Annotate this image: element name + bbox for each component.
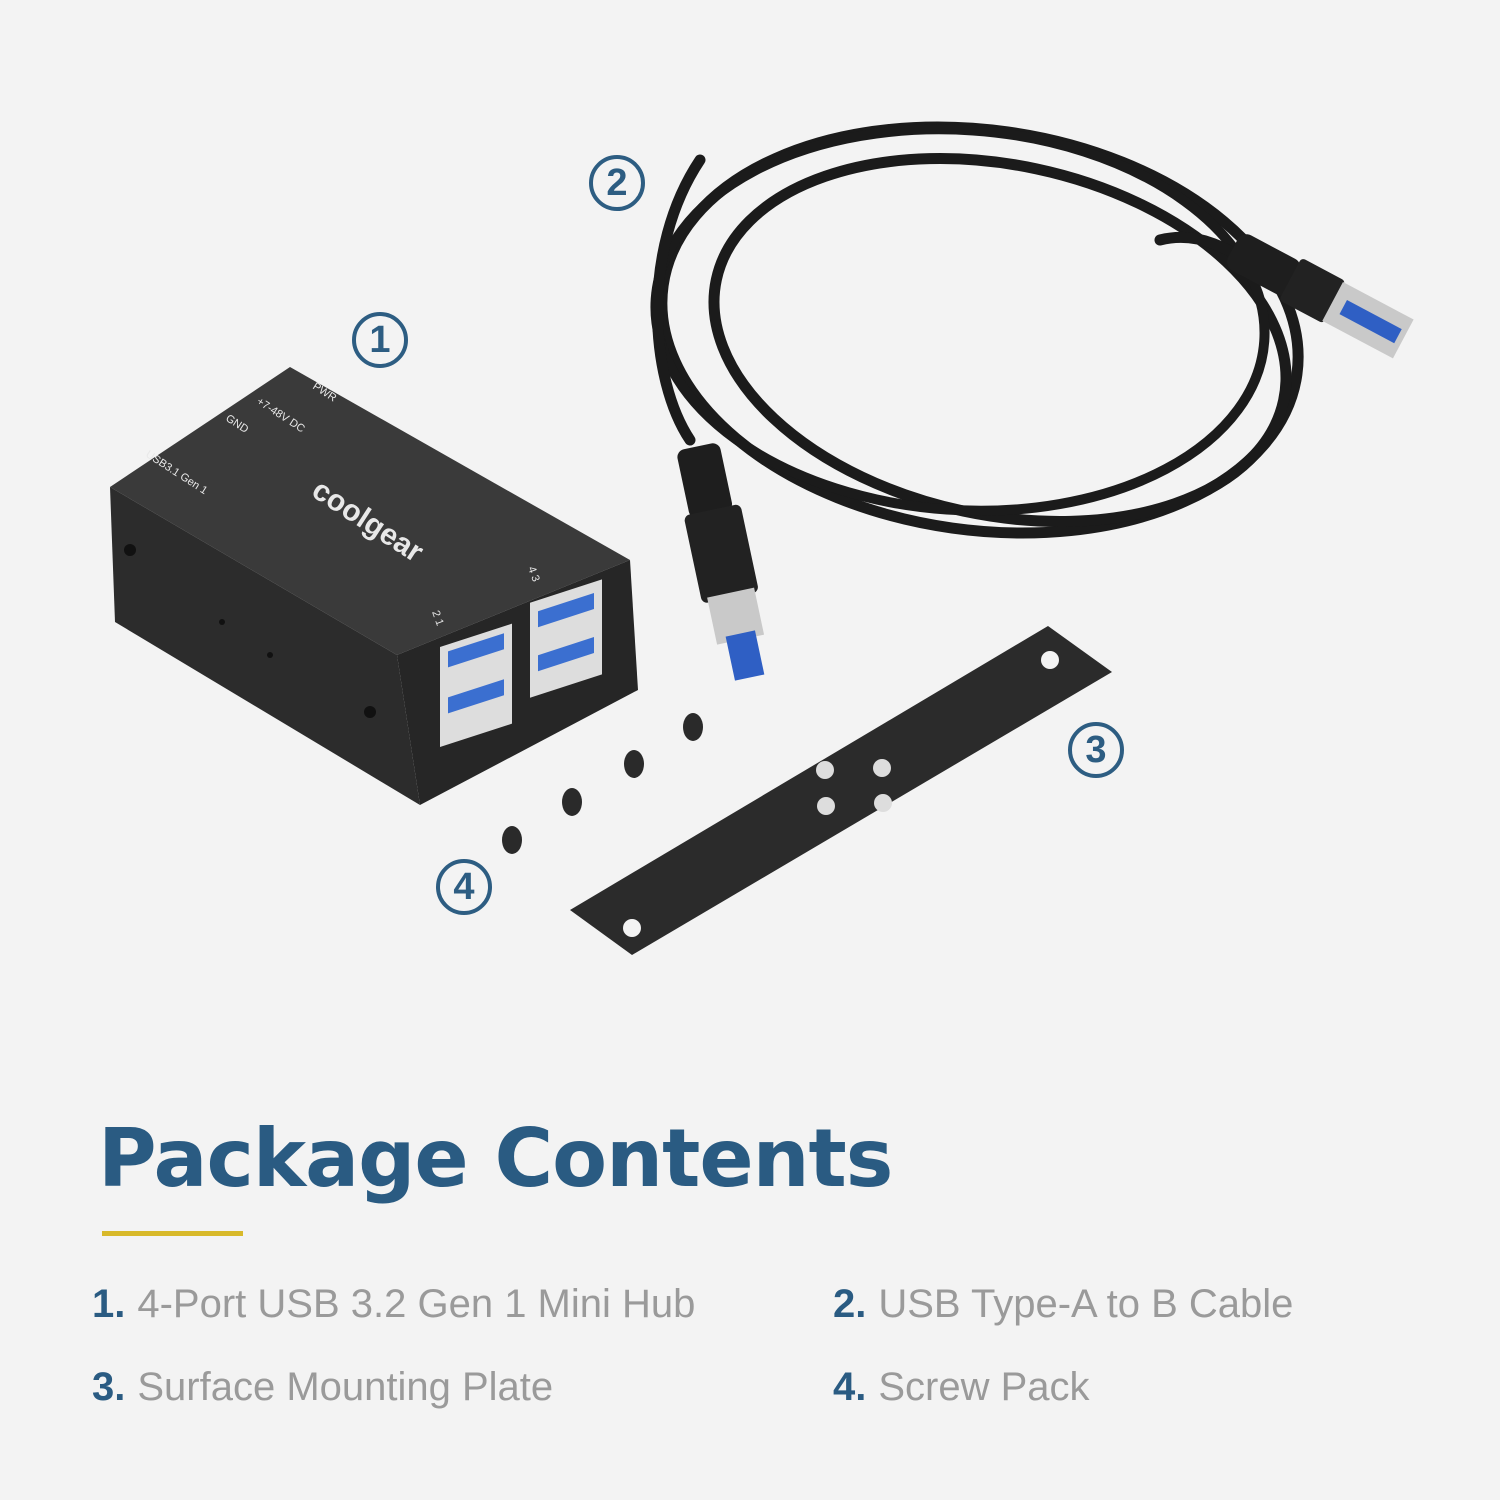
callout-1: 1 bbox=[352, 312, 408, 368]
callout-2: 2 bbox=[589, 155, 645, 211]
callout-4: 4 bbox=[436, 859, 492, 915]
callout-3: 3 bbox=[1068, 722, 1124, 778]
screws bbox=[502, 713, 703, 854]
usb-b-connector bbox=[677, 443, 765, 681]
product-photo: coolgear PWR +7-48V DC GND USB3.1 Gen 1 … bbox=[110, 121, 1414, 955]
usb-cable bbox=[650, 121, 1304, 539]
list-item: 3.Surface Mounting Plate bbox=[92, 1365, 553, 1410]
item-number: 3. bbox=[92, 1365, 126, 1409]
item-label: Surface Mounting Plate bbox=[137, 1365, 554, 1409]
item-number: 4. bbox=[833, 1365, 867, 1409]
mounting-plate bbox=[570, 626, 1112, 955]
item-number: 1. bbox=[92, 1282, 126, 1326]
page-title: Package Contents bbox=[98, 1112, 893, 1205]
item-label: Screw Pack bbox=[878, 1365, 1090, 1409]
hub-ports-right-label: 4 3 bbox=[525, 565, 542, 583]
list-item: 2.USB Type-A to B Cable bbox=[833, 1282, 1293, 1327]
list-item: 4.Screw Pack bbox=[833, 1365, 1090, 1410]
usb-a-connector bbox=[1227, 234, 1414, 359]
accent-divider bbox=[102, 1231, 243, 1236]
hub-ports-left-label: 2 1 bbox=[429, 609, 446, 627]
item-label: 4-Port USB 3.2 Gen 1 Mini Hub bbox=[137, 1282, 696, 1326]
item-label: USB Type-A to B Cable bbox=[878, 1282, 1294, 1326]
list-item: 1.4-Port USB 3.2 Gen 1 Mini Hub bbox=[92, 1282, 695, 1327]
item-number: 2. bbox=[833, 1282, 867, 1326]
usb-hub: coolgear PWR +7-48V DC GND USB3.1 Gen 1 … bbox=[110, 367, 638, 805]
